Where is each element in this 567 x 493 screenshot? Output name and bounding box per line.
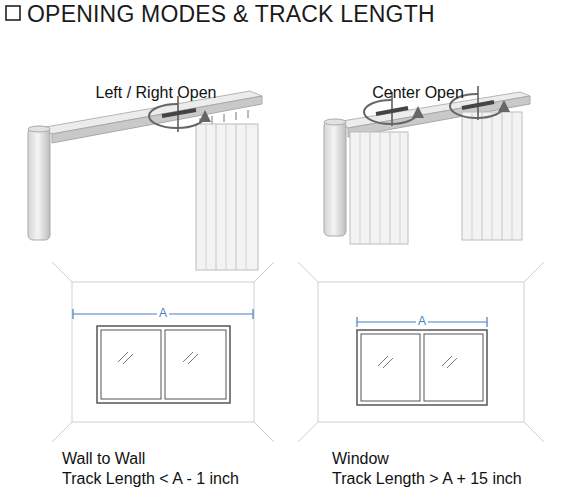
window bbox=[97, 326, 230, 403]
window bbox=[357, 330, 487, 405]
formula-label: Track Length > A + 15 inch bbox=[332, 470, 522, 488]
case-label: Wall to Wall bbox=[62, 450, 145, 468]
formula-label: Track Length < A - 1 inch bbox=[62, 470, 239, 488]
center-curtains bbox=[350, 112, 522, 244]
checkbox-symbol bbox=[6, 6, 20, 20]
rotation-arrow bbox=[149, 96, 205, 132]
case-label: Window bbox=[332, 450, 389, 468]
mode-label: Center Open bbox=[372, 84, 464, 102]
window-room bbox=[298, 262, 544, 442]
wall-to-wall-room bbox=[52, 262, 274, 442]
mode-label: Left / Right Open bbox=[96, 84, 217, 102]
left-curtain bbox=[196, 110, 258, 270]
dimension-label: A bbox=[416, 315, 428, 329]
dimension-label: A bbox=[157, 307, 169, 321]
page-title: OPENING MODES & TRACK LENGTH bbox=[27, 1, 435, 27]
